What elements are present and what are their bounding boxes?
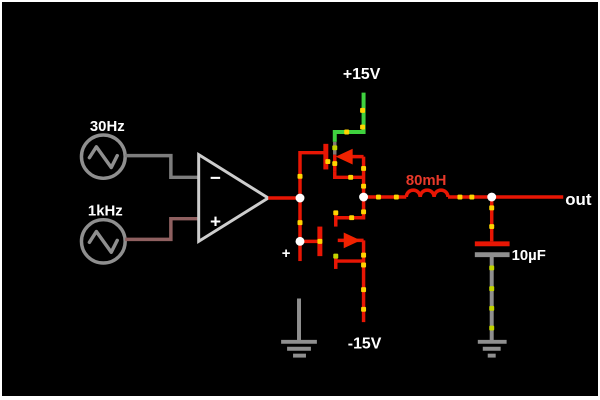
opamp-inverting-input-label: − xyxy=(210,167,221,188)
supply-positive-label: +15V xyxy=(343,66,381,83)
node-bottom-gate xyxy=(295,236,305,246)
source-lead xyxy=(333,171,364,180)
circuit-svg: 30Hz 1kHz − + + +15V xyxy=(79,66,592,358)
ac-source-30hz[interactable]: 30Hz xyxy=(79,119,127,181)
node-out-capacitor xyxy=(487,192,497,202)
ac-source-circle[interactable] xyxy=(79,217,127,265)
current-dots xyxy=(297,107,495,331)
node-opamp-output xyxy=(295,193,305,203)
capacitor-value-label: 10µF xyxy=(512,248,546,264)
ground-symbol-bias[interactable] xyxy=(281,298,317,358)
opamp[interactable]: − + xyxy=(197,152,272,245)
mosfet-arrow-icon xyxy=(335,148,353,165)
inductor[interactable]: 80mH xyxy=(404,173,450,198)
ac-source-1khz[interactable]: 1kHz xyxy=(79,204,127,265)
mosfet-arrow-icon xyxy=(343,232,361,249)
output-label: out xyxy=(565,190,592,209)
wire-30hz-to-opamp[interactable] xyxy=(125,153,198,180)
wire-plus15v[interactable] xyxy=(332,92,366,142)
source-lead xyxy=(335,197,366,220)
opamp-triangle[interactable] xyxy=(197,152,272,245)
sine-wave-icon xyxy=(87,145,119,170)
wire-1khz-to-opamp[interactable] xyxy=(125,216,198,242)
circuit-canvas[interactable]: 30Hz 1kHz − + + +15V xyxy=(2,2,598,396)
inductor-value-label: 80mH xyxy=(406,173,447,189)
opamp-noninverting-input-label: + xyxy=(210,211,221,232)
supply-negative-label: -15V xyxy=(348,336,382,353)
node-push-pull-output xyxy=(359,192,369,202)
pmos-bottom[interactable] xyxy=(317,197,366,323)
junction-nodes xyxy=(295,192,497,246)
sine-wave-icon xyxy=(87,229,119,254)
wire-rail-to-top-gate[interactable] xyxy=(298,150,325,199)
nmos-top[interactable] xyxy=(323,141,366,198)
inductor-coil[interactable] xyxy=(404,188,450,198)
source-1khz-label: 1kHz xyxy=(88,204,123,220)
bias-plus-label: + xyxy=(282,246,291,262)
capacitor[interactable]: 10µF xyxy=(474,241,546,264)
source-30hz-label: 30Hz xyxy=(90,119,125,135)
